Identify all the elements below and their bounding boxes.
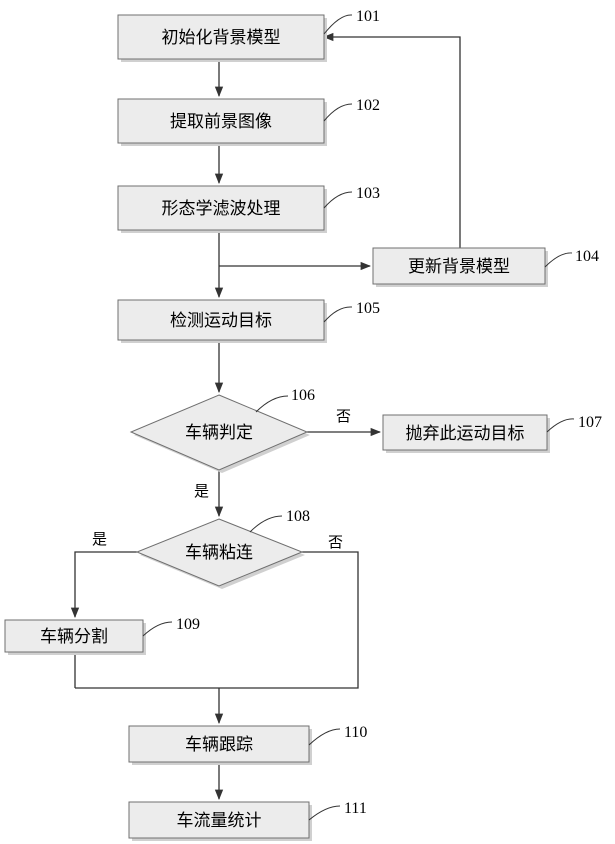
node-106: 车辆判定 106: [131, 387, 315, 473]
ref-109: 109: [176, 616, 200, 633]
ref-107: 107: [578, 414, 602, 431]
node-103: 形态学滤波处理 103: [118, 185, 380, 233]
node-108-label: 车辆粘连: [185, 543, 253, 563]
node-106-label: 车辆判定: [185, 423, 253, 443]
node-105-label: 检测运动目标: [170, 311, 272, 331]
node-102-label: 提取前景图像: [170, 112, 272, 132]
node-101: 初始化背景模型 101: [118, 8, 380, 62]
ref-leader-102: [324, 104, 352, 121]
ref-102: 102: [356, 97, 380, 114]
node-101-label: 初始化背景模型: [162, 28, 281, 48]
ref-101: 101: [356, 8, 380, 25]
ref-111: 111: [344, 800, 367, 817]
ref-leader-101: [324, 15, 352, 34]
ref-leader-106: [256, 396, 288, 412]
ref-leader-110: [309, 729, 340, 745]
ref-leader-108: [250, 516, 282, 532]
edge-label-106-no: 否: [336, 407, 351, 425]
node-105: 检测运动目标 105: [118, 300, 380, 343]
ref-103: 103: [356, 185, 380, 202]
node-102: 提取前景图像 102: [118, 97, 380, 146]
ref-leader-109: [143, 622, 172, 636]
ref-leader-111: [309, 806, 340, 820]
ref-leader-104: [545, 253, 572, 267]
node-109-label: 车辆分割: [40, 627, 108, 647]
edge-label-108-no: 否: [328, 533, 343, 551]
ref-104: 104: [575, 248, 599, 265]
node-110: 车辆跟踪 110: [129, 724, 367, 765]
ref-leader-103: [324, 192, 352, 208]
node-104-label: 更新背景模型: [408, 257, 510, 277]
node-104: 更新背景模型 104: [373, 248, 599, 287]
node-111: 车流量统计 111: [129, 800, 367, 841]
ref-110: 110: [344, 724, 367, 741]
ref-106: 106: [291, 387, 315, 404]
edge-label-108-yes: 是: [92, 530, 107, 548]
node-110-label: 车辆跟踪: [185, 735, 253, 755]
ref-leader-107: [547, 419, 574, 432]
ref-105: 105: [356, 300, 380, 317]
node-111-label: 车流量统计: [177, 811, 262, 831]
ref-leader-105: [324, 307, 352, 322]
arrow-104-101: [324, 37, 460, 248]
edge-label-106-yes: 是: [194, 482, 209, 500]
node-109: 车辆分割 109: [5, 616, 200, 655]
node-108: 车辆粘连 108: [137, 508, 310, 589]
ref-108: 108: [286, 508, 310, 525]
node-107: 抛弃此运动目标 107: [383, 414, 602, 453]
node-107-label: 抛弃此运动目标: [406, 424, 525, 444]
arrow-108-109: [75, 552, 137, 617]
node-103-label: 形态学滤波处理: [162, 199, 281, 219]
